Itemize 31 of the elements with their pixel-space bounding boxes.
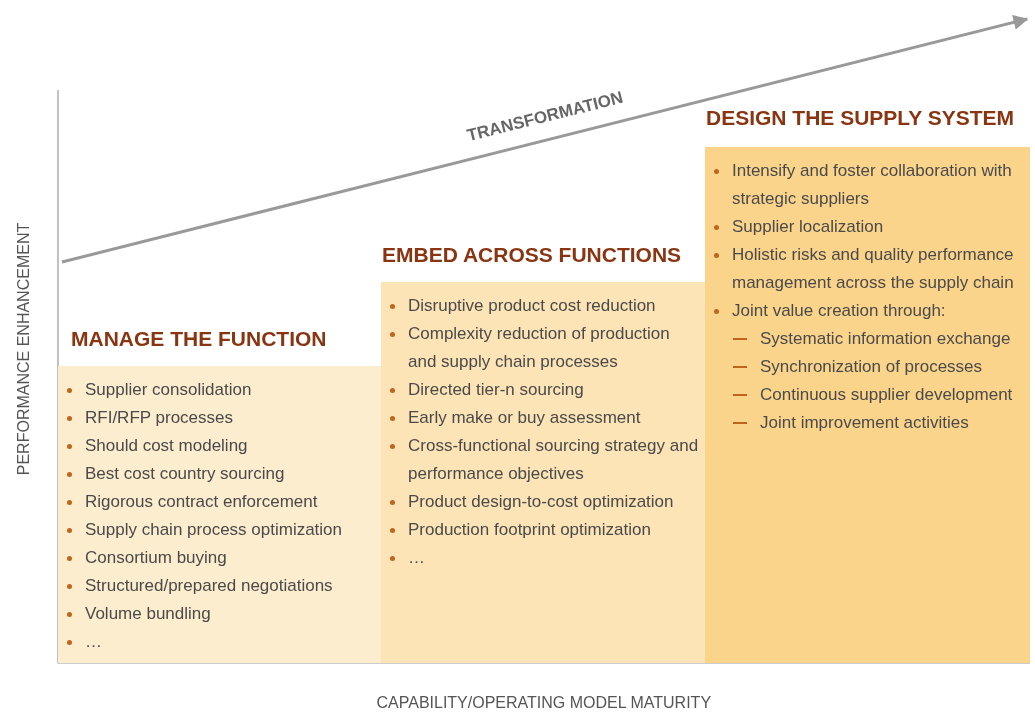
bullet-item: Rigorous contract enforcement	[58, 488, 381, 516]
bullet-item: Complexity reduction of production and supply chain processes	[381, 320, 705, 376]
bullet-item: Supplier consolidation	[58, 376, 381, 404]
bullet-item: RFI/RFP processes	[58, 404, 381, 432]
bullet-item: Holistic risks and quality performance management across the supply chain	[705, 241, 1030, 297]
bullet-item: Should cost modeling	[58, 432, 381, 460]
sub-bullet-item: Joint improvement activities	[705, 409, 1030, 437]
bullet-item: Best cost country sourcing	[58, 460, 381, 488]
sub-bullet-item: Continuous supplier development	[705, 381, 1030, 409]
axis-title: PERFORMANCE ENHANCEMENT	[15, 222, 34, 476]
bullet-item: Consortium buying	[58, 544, 381, 572]
axis-title: CAPABILITY/OPERATING MODEL MATURITY	[376, 694, 712, 712]
bullet-item: Early make or buy assessment	[381, 404, 705, 432]
bullet-item: Directed tier-n sourcing	[381, 376, 705, 404]
bullet-item: Production footprint optimization	[381, 516, 705, 544]
bullet-item: Structured/prepared negotiations	[58, 572, 381, 600]
bullet-item: …	[381, 544, 705, 572]
bullet-item: Cross-functional sourcing strategy and performance objectives	[381, 432, 705, 488]
stage-heading: DESIGN THE SUPPLY SYSTEM	[706, 105, 1015, 131]
bullet-item: Disruptive product cost reduction	[381, 292, 705, 320]
bullet-item: Product design-to-cost optimization	[381, 488, 705, 516]
bullet-item: Supplier localization	[705, 213, 1030, 241]
sub-bullet-item: Systematic information exchange	[705, 325, 1030, 353]
bullet-item: …	[58, 628, 381, 656]
bullet-item: Intensify and foster collaboration with strategic suppliers	[705, 157, 1030, 213]
stage-heading: MANAGE THE FUNCTION	[71, 326, 327, 352]
sub-bullet-item: Synchronization of processes	[705, 353, 1030, 381]
stage-heading: EMBED ACROSS FUNCTIONS	[382, 242, 682, 268]
bullet-item: Volume bundling	[58, 600, 381, 628]
bullet-item: Supply chain process optimization	[58, 516, 381, 544]
bullet-item: Joint value creation through:	[705, 297, 1030, 325]
